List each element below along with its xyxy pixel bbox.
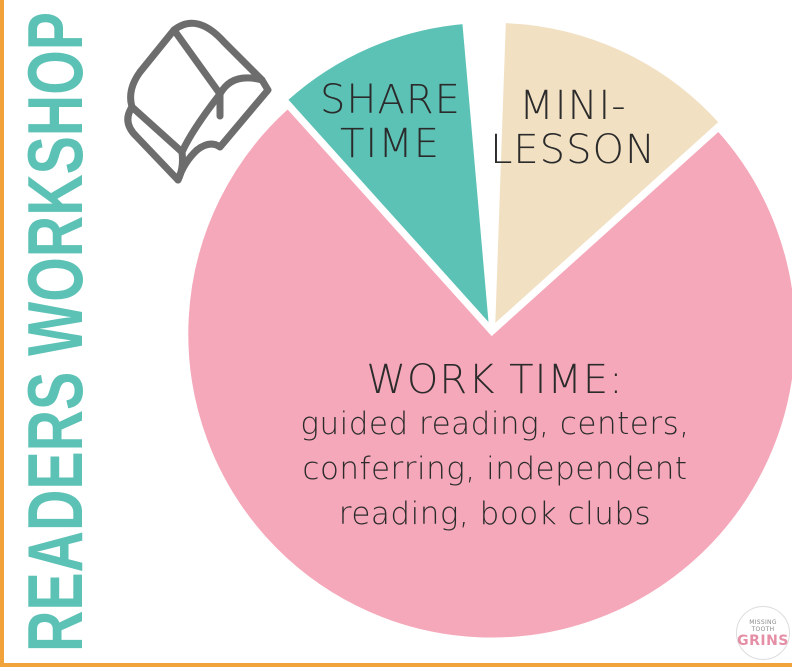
slice-label-mini-line1: MINI-	[519, 83, 627, 129]
slice-label-mini-line2: LESSON	[490, 127, 656, 173]
slice-label-work-line1: guided reading, centers,	[300, 406, 690, 442]
poster-title-line1: READERS WORKSHOP	[11, 12, 99, 652]
poster-side-title: READERS WORKSHOP MODEL	[11, 12, 110, 652]
slice-label-work-line3: reading, book clubs	[338, 495, 652, 532]
slice-label-work-line2: conferring, independent	[302, 450, 688, 487]
pie-slice-share-time	[284, 20, 493, 331]
slice-label-share-time: SHARE TIME	[320, 78, 460, 166]
brand-logo: MISSING TOOTH GRINS	[736, 606, 790, 660]
pie-slice-mini-lesson	[492, 20, 723, 330]
slice-label-work-title: WORK TIME:	[366, 357, 624, 403]
open-book-icon	[124, 19, 272, 184]
slice-label-share-line2: TIME	[339, 121, 440, 167]
pie-slice-work-time	[185, 105, 792, 641]
poster-title-line2: MODEL	[100, 212, 110, 452]
brand-logo-top: MISSING TOOTH	[749, 619, 777, 633]
slice-label-work-time: WORK TIME: guided reading, centers, conf…	[250, 358, 740, 537]
brand-logo-bottom: GRINS	[737, 633, 789, 649]
slice-label-mini-lesson: MINI- LESSON	[488, 84, 658, 172]
slice-label-share-line1: SHARE	[320, 77, 461, 123]
